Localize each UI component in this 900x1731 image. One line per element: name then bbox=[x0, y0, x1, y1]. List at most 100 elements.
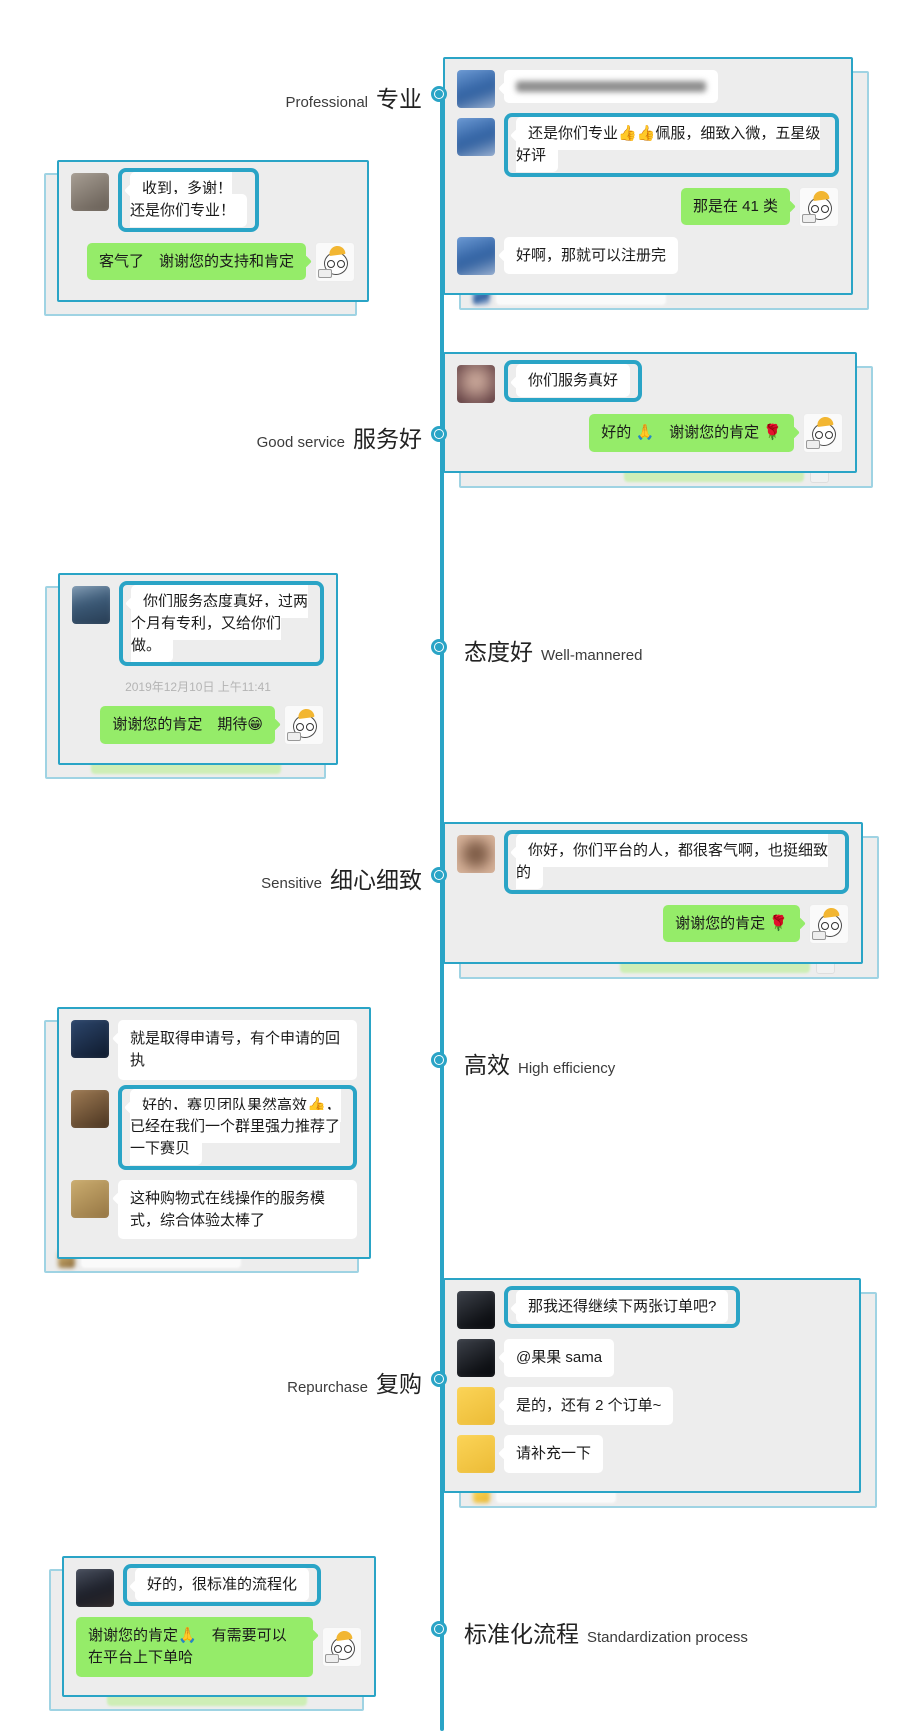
chat-screenshot-high-efficiency: 就是取得申请号，有个申请的回执 好的，赛贝团队果然高效👍，已经在我们一个群里强力… bbox=[44, 1007, 371, 1274]
chat-message: @果果 sama bbox=[457, 1339, 847, 1377]
timeline-label-sensitive: Sensitive 细心细致 bbox=[261, 861, 422, 895]
label-en: Good service bbox=[256, 434, 345, 451]
reply-bubble: 好的 🙏 谢谢您的肯定 🌹 bbox=[589, 414, 794, 452]
highlight-box: 收到，多谢！ 还是你们专业！ bbox=[118, 168, 260, 232]
label-en: Well-mannered bbox=[541, 647, 643, 664]
highlight-box: 好的，赛贝团队果然高效👍，已经在我们一个群里强力推荐了一下赛贝 bbox=[118, 1084, 357, 1170]
message-bubble: 还是你们专业👍👍佩服，细致入微，五星级好评 bbox=[516, 117, 821, 172]
chat-message: 这种购物式在线操作的服务模式，综合体验太棒了 bbox=[71, 1179, 357, 1240]
customer-avatar bbox=[457, 835, 495, 873]
customer-avatar bbox=[457, 118, 495, 156]
chat-screenshot-standardization: 好的，很标准的流程化 谢谢您的肯定🙏 有需要可以在平台上下单哈 bbox=[49, 1556, 376, 1711]
chat-message-highlighted: 那我还得继续下两张订单吧? bbox=[457, 1286, 847, 1329]
highlight-box: 那我还得继续下两张订单吧? bbox=[504, 1286, 741, 1328]
customer-avatar bbox=[457, 1387, 495, 1425]
label-zh: 服务好 bbox=[353, 426, 422, 452]
customer-avatar bbox=[457, 236, 495, 275]
message-bubble: 你好，你们平台的人，都很客气啊，也挺细致的 bbox=[516, 834, 829, 889]
chat-timestamp-row: 2019年12月10日 上午11:41 bbox=[72, 676, 324, 695]
timestamp: 2019年12月10日 上午11:41 bbox=[125, 680, 271, 695]
timeline-label-well-mannered: 态度好 Well-mannered bbox=[464, 633, 642, 667]
highlight-box: 好的，很标准的流程化 bbox=[123, 1564, 322, 1606]
customer-avatar bbox=[457, 1291, 495, 1329]
message-bubble: 是的，还有 2 个订单~ bbox=[504, 1387, 674, 1425]
chat-message-reply: 谢谢您的肯定 🌹 bbox=[457, 903, 849, 944]
reply-bubble: 谢谢您的肯定 🌹 bbox=[663, 904, 800, 943]
chat-message-highlighted: 你们服务态度真好，过两个月有专利，又给你们做。 bbox=[72, 581, 324, 667]
chat-screenshot-professional: 还是你们专业👍👍佩服，细致入微，五星级好评 那是在 41 类 好啊，那就可以注册… bbox=[443, 57, 869, 310]
chat-message-reply: 那是在 41 类 bbox=[457, 186, 839, 227]
chat-message-reply: 谢谢您的肯定 期待😁 bbox=[72, 705, 324, 746]
label-en: Professional bbox=[285, 94, 368, 111]
highlight-box: 你好，你们平台的人，都很客气啊，也挺细致的 bbox=[504, 830, 849, 894]
reply-bubble: 谢谢您的肯定 期待😁 bbox=[100, 706, 275, 745]
timeline-node-repurchase bbox=[431, 1371, 447, 1387]
chat-message-highlighted: 好的，很标准的流程化 bbox=[76, 1564, 362, 1607]
message-bubble: 那我还得继续下两张订单吧? bbox=[516, 1290, 729, 1323]
message-bubble: 你们服务真好 bbox=[516, 364, 631, 397]
chat-message-highlighted: 还是你们专业👍👍佩服，细致入微，五星级好评 bbox=[457, 113, 839, 177]
timeline-line bbox=[440, 97, 444, 1731]
highlight-box: 还是你们专业👍👍佩服，细致入微，五星级好评 bbox=[504, 113, 839, 177]
label-zh: 高效 bbox=[464, 1052, 510, 1078]
timeline-node-high-efficiency bbox=[431, 1052, 447, 1068]
reply-bubble: 谢谢您的肯定🙏 有需要可以在平台上下单哈 bbox=[76, 1617, 313, 1677]
customer-avatar bbox=[457, 70, 495, 108]
chat-card: 还是你们专业👍👍佩服，细致入微，五星级好评 那是在 41 类 好啊，那就可以注册… bbox=[443, 57, 853, 295]
customer-avatar bbox=[71, 1089, 109, 1128]
mascot-avatar bbox=[799, 186, 839, 227]
chat-message-highlighted: 你们服务真好 bbox=[457, 360, 843, 403]
mascot-avatar bbox=[284, 705, 324, 746]
chat-card: 你们服务态度真好，过两个月有专利，又给你们做。 2019年12月10日 上午11… bbox=[58, 573, 338, 766]
label-zh: 复购 bbox=[376, 1371, 422, 1397]
chat-message: 是的，还有 2 个订单~ bbox=[457, 1387, 847, 1425]
label-zh: 态度好 bbox=[464, 639, 533, 665]
customer-avatar bbox=[71, 173, 109, 211]
message-bubble: 好的，很标准的流程化 bbox=[135, 1568, 310, 1601]
chat-card: 好的，很标准的流程化 谢谢您的肯定🙏 有需要可以在平台上下单哈 bbox=[62, 1556, 376, 1697]
blurred-message-bubble bbox=[504, 70, 718, 103]
timeline-node-good-service bbox=[431, 426, 447, 442]
chat-message-highlighted: 你好，你们平台的人，都很客气啊，也挺细致的 bbox=[457, 830, 849, 894]
label-zh: 专业 bbox=[376, 86, 422, 112]
reply-bubble: 那是在 41 类 bbox=[680, 187, 790, 226]
chat-card: 收到，多谢！ 还是你们专业！ 客气了 谢谢您的支持和肯定 bbox=[57, 160, 369, 302]
chat-message-blurred bbox=[457, 70, 839, 108]
timeline-label-repurchase: Repurchase 复购 bbox=[287, 1365, 422, 1399]
timeline-node-standardization bbox=[431, 1621, 447, 1637]
message-bubble: 就是取得申请号，有个申请的回执 bbox=[118, 1020, 357, 1080]
chat-message: 请补充一下 bbox=[457, 1435, 847, 1473]
mascot-avatar bbox=[803, 413, 843, 453]
label-en: Repurchase bbox=[287, 1379, 368, 1396]
customer-avatar bbox=[76, 1569, 114, 1607]
chat-screenshot-repurchase: 那我还得继续下两张订单吧? @果果 sama 是的，还有 2 个订单~ 请补充一… bbox=[443, 1278, 877, 1508]
timeline-node-professional bbox=[431, 86, 447, 102]
message-bubble: 好啊，那就可以注册完 bbox=[504, 236, 679, 275]
chat-card: 就是取得申请号，有个申请的回执 好的，赛贝团队果然高效👍，已经在我们一个群里强力… bbox=[57, 1007, 371, 1260]
chat-card: 你好，你们平台的人，都很客气啊，也挺细致的 谢谢您的肯定 🌹 bbox=[443, 822, 863, 964]
chat-card: 你们服务真好 好的 🙏 谢谢您的肯定 🌹 bbox=[443, 352, 857, 473]
customer-avatar bbox=[71, 1020, 109, 1058]
chat-card: 那我还得继续下两张订单吧? @果果 sama 是的，还有 2 个订单~ 请补充一… bbox=[443, 1278, 861, 1493]
chat-screenshot-sensitive: 你好，你们平台的人，都很客气啊，也挺细致的 谢谢您的肯定 🌹 bbox=[443, 822, 879, 979]
message-bubble: 好的，赛贝团队果然高效👍，已经在我们一个群里强力推荐了一下赛贝 bbox=[130, 1088, 341, 1165]
chat-message: 就是取得申请号，有个申请的回执 bbox=[71, 1020, 357, 1080]
chat-message-highlighted: 好的，赛贝团队果然高效👍，已经在我们一个群里强力推荐了一下赛贝 bbox=[71, 1084, 357, 1170]
timeline-label-high-efficiency: 高效 High efficiency bbox=[464, 1046, 615, 1080]
customer-avatar bbox=[457, 1339, 495, 1377]
customer-avatar bbox=[71, 1179, 109, 1218]
chat-screenshot-professional-2: 收到，多谢！ 还是你们专业！ 客气了 谢谢您的支持和肯定 bbox=[44, 160, 369, 316]
timeline-label-professional: Professional 专业 bbox=[285, 80, 422, 114]
mascot-avatar bbox=[322, 1626, 362, 1667]
customer-avatar bbox=[457, 365, 495, 403]
message-bubble: 这种购物式在线操作的服务模式，综合体验太棒了 bbox=[118, 1179, 357, 1240]
highlight-box: 你们服务真好 bbox=[504, 360, 643, 402]
highlight-box: 你们服务态度真好，过两个月有专利，又给你们做。 bbox=[119, 581, 324, 667]
reply-bubble: 客气了 谢谢您的支持和肯定 bbox=[86, 242, 306, 281]
customer-avatar bbox=[457, 1435, 495, 1473]
label-zh: 标准化流程 bbox=[464, 1621, 579, 1647]
label-en: High efficiency bbox=[518, 1060, 616, 1077]
chat-screenshot-good-service: 你们服务真好 好的 🙏 谢谢您的肯定 🌹 bbox=[443, 352, 873, 488]
chat-message-reply: 客气了 谢谢您的支持和肯定 bbox=[71, 241, 355, 282]
